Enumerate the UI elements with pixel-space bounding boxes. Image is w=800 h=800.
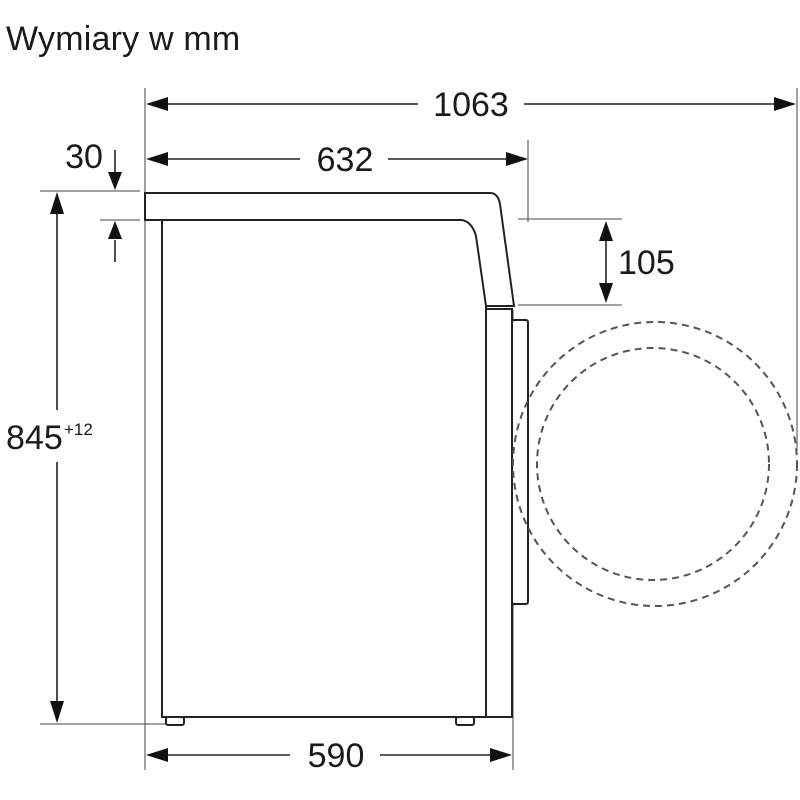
- arrow-845-down: [50, 701, 64, 723]
- foot-left: [165, 716, 185, 726]
- arrow-632-left: [146, 152, 168, 166]
- arrow-105-down: [599, 283, 613, 303]
- door-swing-outer: [512, 321, 798, 607]
- machine-body: [161, 218, 487, 718]
- dim-height-tolerance: +12: [64, 420, 93, 439]
- dim-body-depth: 590: [308, 737, 365, 775]
- dim-top-height-offset: 105: [618, 244, 675, 282]
- door-handle: [511, 319, 529, 605]
- dim-top-depth: 632: [317, 141, 374, 179]
- arrow-590-right: [490, 748, 512, 762]
- dim-height: 845: [6, 419, 63, 457]
- machine-front-panel: [485, 308, 513, 718]
- door-swing-inner: [536, 347, 770, 581]
- foot-right: [455, 716, 475, 726]
- arrow-1063-right: [774, 97, 796, 111]
- dim-top-thickness: 30: [65, 138, 103, 176]
- arrow-590-left: [146, 748, 168, 762]
- arrow-1063-left: [146, 97, 168, 111]
- diagram-title: Wymiary w mm: [6, 20, 241, 58]
- arrow-105-up: [599, 221, 613, 241]
- arrow-632-right: [506, 152, 528, 166]
- machine-top-panel: [144, 192, 516, 307]
- arrow-30-down: [108, 172, 122, 190]
- arrow-30-up: [108, 221, 122, 239]
- dim-total-depth: 1063: [433, 86, 509, 124]
- arrow-845-up: [50, 192, 64, 214]
